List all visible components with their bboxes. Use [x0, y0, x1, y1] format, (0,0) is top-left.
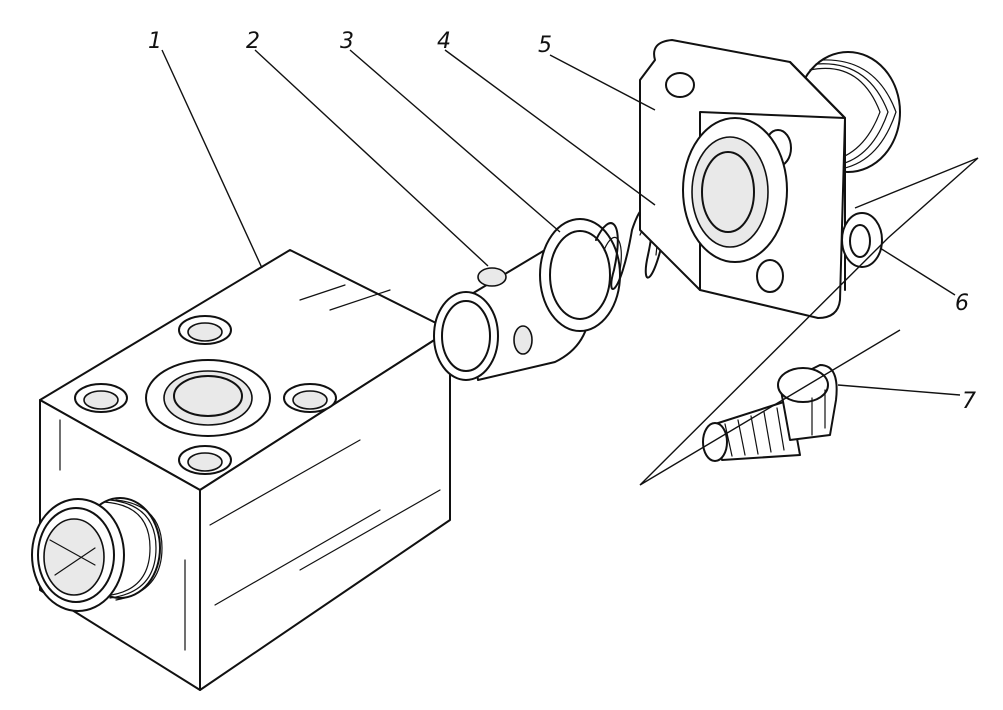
callout-4: 4	[437, 29, 451, 54]
bolt-hole-right	[283, 383, 337, 413]
spring-seat	[539, 218, 621, 332]
callout-6: 6	[955, 291, 969, 316]
threaded-inlet-fitting	[31, 497, 163, 612]
bolt-hole-left	[74, 383, 128, 413]
callout-labels: 1 2 3 4 5 6 7	[148, 29, 976, 414]
cover-flange	[639, 39, 901, 319]
callout-3: 3	[340, 29, 354, 54]
o-ring	[841, 212, 883, 268]
leader-2	[254, 49, 489, 267]
bolt-hole-top	[178, 315, 232, 345]
valve-body	[31, 249, 451, 691]
leader-3	[349, 49, 561, 233]
leader-1	[161, 49, 263, 269]
leader-6	[879, 247, 956, 296]
callout-5: 5	[538, 33, 552, 58]
bolt	[702, 364, 838, 462]
spool	[433, 248, 591, 381]
callout-1: 1	[148, 29, 162, 54]
leader-4	[444, 49, 656, 206]
leader-lines	[161, 49, 979, 486]
leader-5	[549, 54, 656, 111]
leader-7	[837, 384, 961, 396]
callout-2: 2	[246, 29, 260, 54]
break-lines	[639, 157, 979, 486]
center-port	[145, 359, 271, 437]
callout-7: 7	[962, 389, 976, 414]
bolt-hole-bottom	[178, 445, 232, 475]
